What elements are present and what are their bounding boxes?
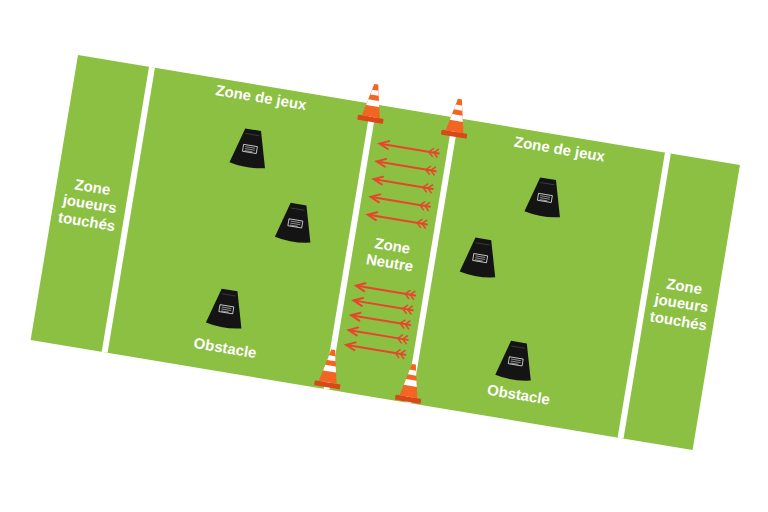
zone-label: Zone joueurs touchés	[50, 172, 130, 235]
direction-arrows	[345, 140, 439, 359]
field: Zone joueurs touchés Zone de jeuxZone Neu…	[31, 55, 740, 450]
grass	[31, 55, 740, 450]
zone-label: Zone Neutre	[350, 230, 432, 277]
zone-label: Zone de jeux	[152, 71, 371, 124]
zone-label: Zone de jeux	[455, 123, 664, 174]
field-lines	[102, 67, 671, 439]
zone-label: Zone joueurs touchés	[643, 272, 721, 335]
cones	[313, 82, 473, 404]
